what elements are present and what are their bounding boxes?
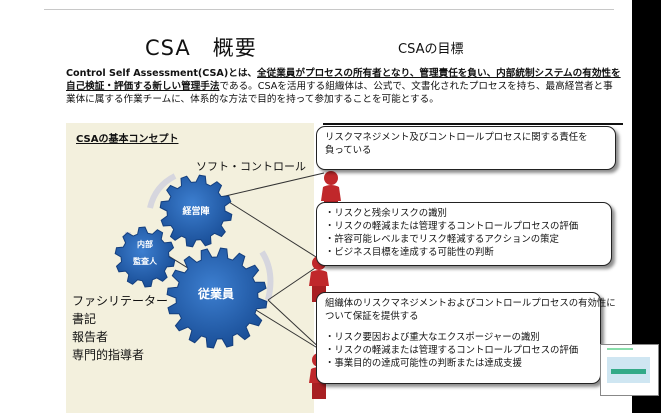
slide: CSA 概要 CSAの目標 Control Self Assessment(CS…: [0, 0, 632, 413]
intro-definition: 全従業員がプロセスの所有者となり、管理責任を負い、内部統制システムの有効性を自己…: [66, 68, 621, 92]
role-scribe: 書記: [72, 312, 97, 326]
auditor-gear-label-2: 監査人: [133, 256, 158, 266]
management-gear: [159, 174, 233, 248]
intro-paragraph: Control Self Assessment(CSA)とは、全従業員がプロセス…: [66, 67, 622, 106]
gears-diagram: 経営陣 内部 監査人 従業員: [114, 171, 341, 399]
callout-line: ・リスクの軽減または管理するコントロールプロセスの評価: [325, 345, 579, 356]
intro-lead: Control Self Assessment(CSA)とは、: [66, 68, 258, 79]
callout-employees: ・リスクと残余リスクの識別 ・リスクの軽減または管理するコントロールプロセスの評…: [316, 202, 612, 266]
soft-control-label: ソフト・コントロール: [196, 160, 306, 173]
slide-subtitle: CSAの目標: [398, 42, 464, 57]
intro-body: である。CSAを活用する組織体は、公式で、文書化されたプロセスを持ち、最高経営者…: [66, 81, 613, 105]
employees-gear-label: 従業員: [197, 286, 234, 301]
callout-management: リスクマネジメント及びコントロールプロセスに関する責任を 負っている: [316, 126, 616, 170]
slide-title: CSA 概要: [145, 36, 257, 60]
slide-thumbnail[interactable]: [600, 344, 659, 396]
callout-spacer: [325, 323, 592, 331]
callout-rule: [323, 123, 623, 125]
role-expert: 専門的指導者: [72, 348, 145, 362]
callout-line: リスクマネジメント及びコントロールプロセスに関する責任を: [325, 132, 588, 143]
roles-list: ファシリテーター 書記 報告者 専門的指導者: [72, 292, 168, 364]
callout-line: ・リスクの軽減または管理するコントロールプロセスの評価: [325, 221, 579, 232]
concept-title: CSAの基本コンセプト: [76, 134, 179, 145]
callout-line: ・リスク要因および重大なエクスポージャーの識別: [325, 332, 540, 343]
thumbnail-title-bar: [607, 348, 633, 350]
callout-line: ・許容可能レベルまでリスク軽減するアクションの策定: [325, 234, 559, 245]
role-facilitator: ファシリテーター: [72, 294, 169, 308]
management-gear-label: 経営陣: [182, 205, 209, 217]
auditor-gear: [114, 226, 176, 288]
callout-line: ・リスクと残余リスクの識別: [325, 208, 447, 219]
gear-shape: [159, 174, 233, 248]
callout-line: ついて保証を提供する: [325, 311, 419, 322]
callout-line: ・事業目的の達成可能性の判断または達成支援: [325, 358, 522, 369]
callout-line: 組織体のリスクマネジメントおよびコントロールプロセスの有効性に: [325, 298, 616, 309]
employees-gear: [166, 247, 268, 349]
callout-auditor: 組織体のリスクマネジメントおよびコントロールプロセスの有効性に ついて保証を提供…: [316, 292, 616, 384]
top-divider: [44, 9, 614, 10]
thumbnail-chart: [611, 369, 646, 374]
callout-line: 負っている: [325, 145, 372, 156]
role-reporter: 報告者: [72, 330, 109, 344]
auditor-gear-label-1: 内部: [137, 239, 153, 249]
gear-shape: [166, 247, 268, 349]
callout-line: ・ビジネス目標を達成する可能性の判断: [325, 247, 494, 258]
gear-shape: [114, 226, 176, 288]
